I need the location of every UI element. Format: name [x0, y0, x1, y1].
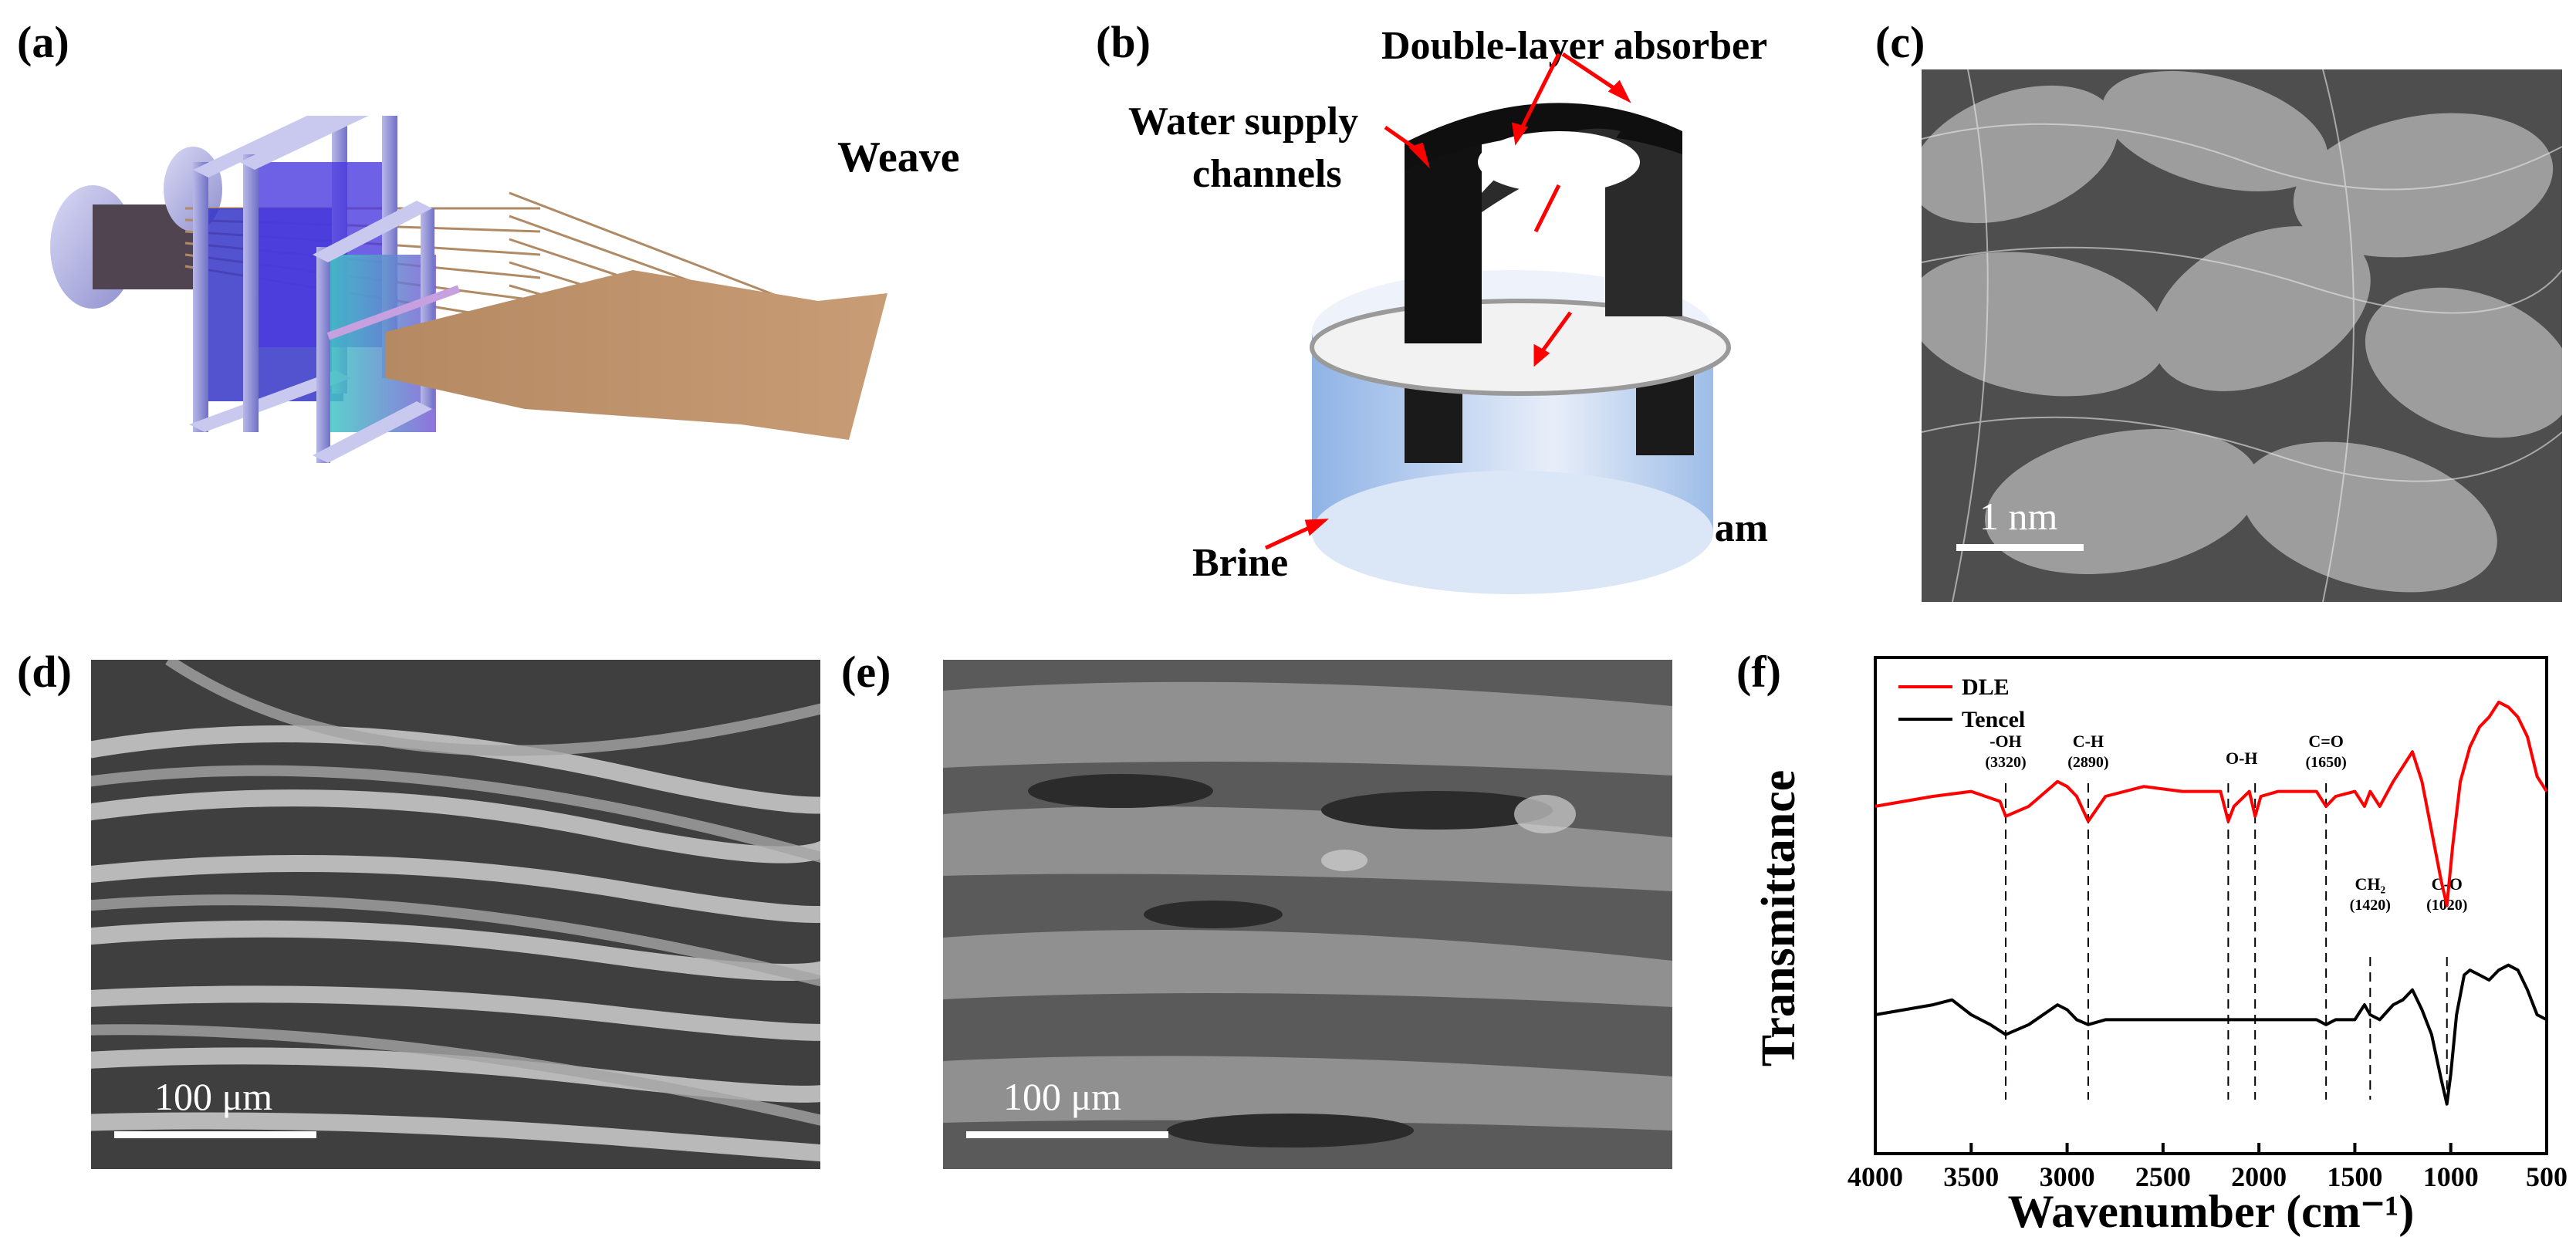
sem-image-e: [943, 660, 1672, 1169]
double-layer-absorber: [1405, 103, 1682, 343]
x-tick-label: 3500: [1943, 1161, 1999, 1192]
reed-frame: [313, 201, 436, 463]
legend-label-tencel: Tencel: [1962, 707, 2025, 732]
annotation-group: -OH(3320)C-H(2890)O-HC=O(1650)CH₂(1420)C…: [1985, 732, 2467, 1100]
x-tick-label: 2500: [2135, 1161, 2191, 1192]
scale-bar-e: [966, 1131, 1168, 1138]
callout-arrows: [1264, 52, 1631, 550]
x-tick-label: 500: [2526, 1161, 2568, 1192]
annotation-sublabel: (3320): [1985, 754, 2026, 771]
callout-brine: Brine: [1192, 541, 1289, 585]
series-line-dle: [1875, 700, 2548, 907]
annotation-label: -OH: [1989, 732, 2022, 751]
scale-label-e: 100 μm: [1003, 1075, 1122, 1118]
panel-d-label: (d): [17, 647, 72, 697]
x-tick-label: 1000: [2423, 1161, 2479, 1192]
scale-label-c: 1 nm: [1979, 495, 2058, 538]
panel-a-label: (a): [17, 17, 69, 67]
annotation-sublabel: (1650): [2305, 754, 2346, 771]
scale-bar-c: [1956, 544, 2084, 551]
weave-caption: Weave: [837, 134, 960, 181]
sem-image-c: [1922, 69, 2562, 602]
x-tick-label: 2000: [2231, 1161, 2287, 1192]
x-tick-label: 3000: [2040, 1161, 2095, 1192]
panel-b-label: (b): [1096, 17, 1151, 67]
loom-illustration: [50, 116, 887, 463]
annotation-label: O-H: [2226, 749, 2258, 768]
series-group: [1875, 700, 2548, 1106]
callout-water-supply-2: channels: [1192, 152, 1342, 196]
woven-fabric: [386, 270, 887, 440]
x-tick-group: 4000 3500 3000 2500 2000 1500 1000 500: [1847, 1143, 2568, 1192]
callout-water-supply-1: Water supply: [1128, 100, 1359, 144]
ftir-chart: Transmittance Wavenumber (cm⁻¹) 4000 3500…: [1760, 656, 2568, 1237]
annotation-sublabel: (2890): [2067, 754, 2108, 771]
plot-frame: [1874, 656, 2548, 1155]
annotation-label: CH₂: [2355, 874, 2386, 894]
panel-f-label: (f): [1736, 647, 1781, 697]
legend-label-dle: DLE: [1962, 674, 2010, 700]
x-tick-label: 4000: [1847, 1161, 1903, 1192]
panel-e-label: (e): [841, 647, 891, 697]
y-axis-label: Transmittance: [1760, 770, 1805, 1067]
evaporator-illustration: [1264, 52, 1731, 594]
x-axis-label: Wavenumber (cm⁻¹): [2008, 1186, 2415, 1237]
annotation-label: C=O: [2308, 732, 2344, 751]
x-tick-label: 1500: [2327, 1161, 2382, 1192]
series-line-tencel: [1875, 963, 2547, 1106]
panel-c-label: (c): [1875, 17, 1925, 67]
legend: DLE Tencel: [1898, 674, 2025, 732]
sem-image-d: [91, 660, 820, 1169]
annotation-sublabel: (1420): [2350, 897, 2391, 914]
annotation-label: C-H: [2073, 732, 2104, 751]
scale-label-d: 100 μm: [154, 1075, 273, 1118]
scale-bar-d: [114, 1131, 316, 1138]
